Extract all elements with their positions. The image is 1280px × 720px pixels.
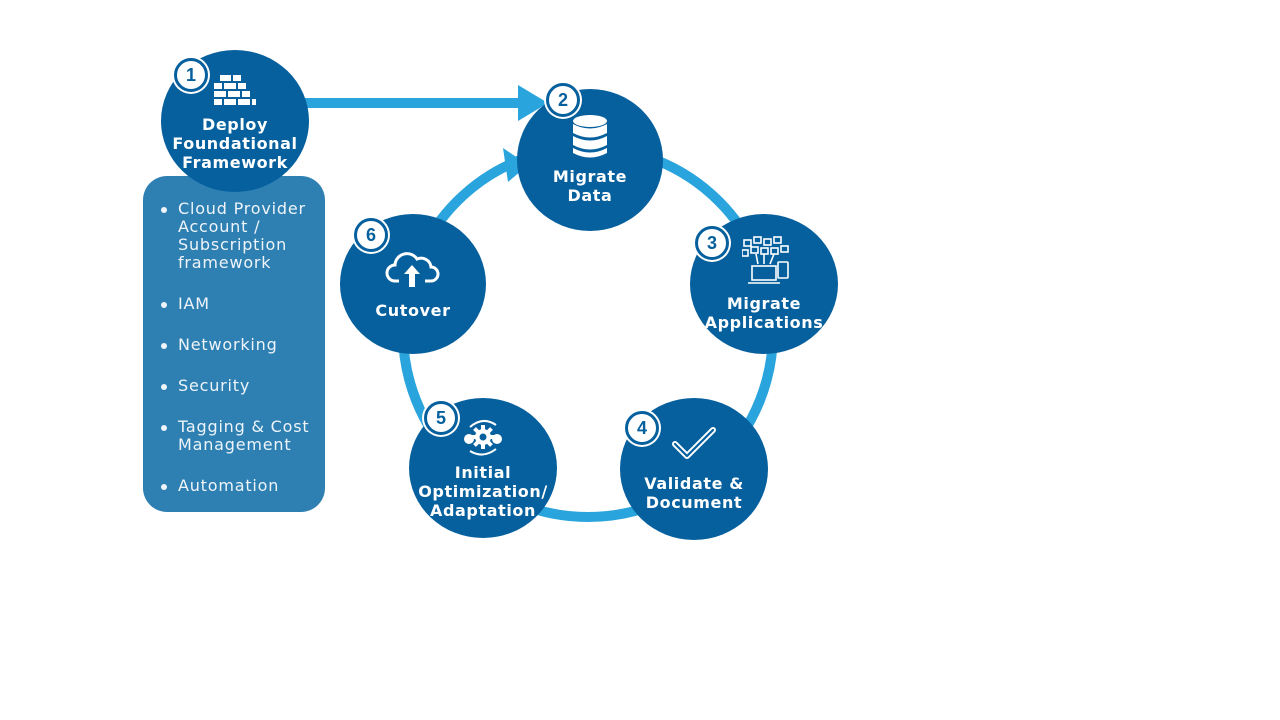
framework-item: Security — [161, 377, 315, 395]
devices-apps-icon — [742, 236, 789, 284]
checkmark-icon — [672, 427, 716, 459]
label-line: Migrate — [552, 167, 628, 186]
label-line: Initial — [454, 462, 512, 482]
step-6-badge: 6 — [354, 218, 388, 252]
label-line: Validate & — [644, 474, 744, 493]
label-line: Deploy — [201, 114, 269, 134]
label-line: Document — [645, 493, 743, 512]
cloud-upload-icon — [385, 251, 440, 287]
label-line: Adaptation — [429, 500, 537, 520]
framework-details-panel: Cloud Provider Account / Subscription fr… — [143, 176, 325, 512]
step-4-badge: 4 — [625, 411, 659, 445]
step-6-label: Cutover — [375, 301, 450, 320]
framework-item: Tagging & Cost Management — [161, 418, 315, 454]
label-line: Applications — [704, 313, 824, 332]
step-1-badge: 1 — [174, 58, 208, 92]
step-1-label: Deploy Foundational Framework — [172, 115, 297, 172]
framework-item: IAM — [161, 295, 315, 313]
gears-cycle-icon — [464, 419, 502, 455]
framework-item: Cloud Provider Account / Subscription fr… — [161, 200, 315, 272]
framework-item: Networking — [161, 336, 315, 354]
step-5-badge: 5 — [424, 401, 458, 435]
framework-list: Cloud Provider Account / Subscription fr… — [143, 176, 325, 495]
step-2-badge: 2 — [546, 83, 580, 117]
brick-wall-icon — [214, 74, 256, 105]
step-4-label: Validate & Document — [644, 474, 744, 512]
step-2-node: Migrate Data — [517, 89, 663, 231]
step-3-label: Migrate Applications — [705, 294, 824, 332]
step-4-node: Validate & Document — [620, 398, 768, 540]
step-3-node: Migrate Applications — [690, 214, 838, 354]
step-1-node: Deploy Foundational Framework — [161, 50, 309, 192]
label-line: Optimization/ — [418, 481, 548, 501]
label-line: Cutover — [375, 300, 451, 320]
label-line: Framework — [182, 152, 288, 172]
step-5-node: Initial Optimization/ Adaptation — [409, 398, 557, 538]
database-icon — [573, 115, 607, 158]
step-2-label: Migrate Data — [553, 167, 627, 205]
label-line: Data — [567, 186, 613, 205]
arrow-1-to-2-head — [518, 85, 548, 121]
label-line: Foundational — [172, 133, 298, 153]
label-line: Migrate — [726, 294, 802, 313]
framework-item: Automation — [161, 477, 315, 495]
arrow-1-to-2-shaft — [300, 98, 522, 108]
ring-arrowhead — [503, 148, 528, 182]
step-5-label: Initial Optimization/ Adaptation — [418, 463, 548, 520]
step-3-badge: 3 — [695, 226, 729, 260]
